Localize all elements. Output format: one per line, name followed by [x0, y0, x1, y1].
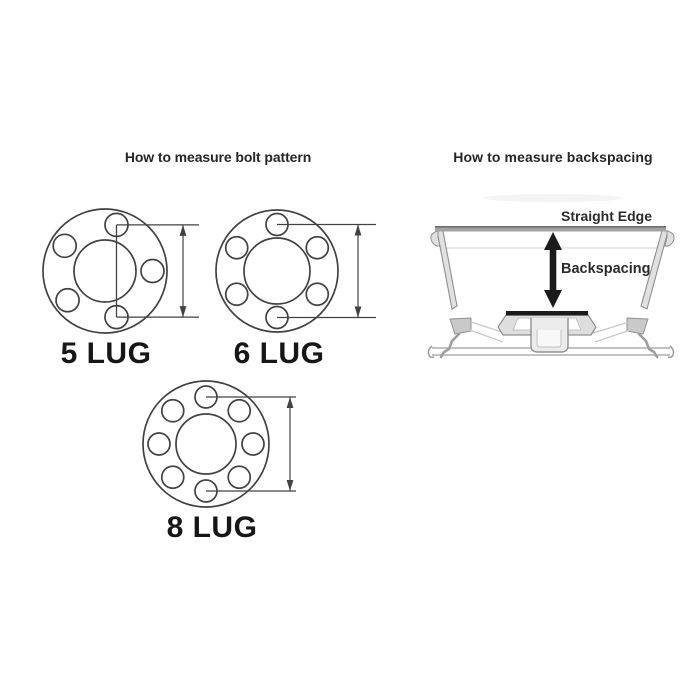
lug-5-label: 5 LUG — [60, 337, 152, 370]
lug-wheel-diagrams — [42, 208, 376, 508]
bolt-hole — [305, 235, 330, 260]
left-bead-seat — [449, 317, 472, 335]
wheel-outer-circle — [42, 208, 168, 334]
backspacing-arrow — [544, 232, 562, 308]
bolt-hole — [305, 282, 330, 307]
center-bore-circle — [175, 413, 237, 475]
left-flange-foot — [439, 332, 461, 359]
right-spoke-line — [589, 321, 630, 335]
lug-8-wheel-diagram — [142, 380, 296, 508]
shadow — [483, 194, 623, 202]
bolt-hole — [52, 233, 78, 259]
left-spoke-line — [466, 328, 504, 343]
bolt-hole — [241, 432, 265, 456]
bolt-hole — [160, 398, 185, 423]
bolt-hole — [224, 235, 249, 260]
dimension-arrowhead-down — [286, 480, 294, 491]
dimension-arrowhead-down — [179, 306, 187, 318]
bolt-hole — [224, 282, 249, 307]
straight-edge-bar — [435, 226, 666, 232]
right-rim-lip — [664, 230, 675, 247]
dimension-arrowhead-up — [286, 397, 294, 408]
right-bead-seat — [626, 317, 649, 335]
bolt-hole — [147, 432, 171, 456]
lug-6-label: 6 LUG — [233, 337, 325, 370]
wheel-outer-circle — [215, 209, 339, 333]
left-rim-wall — [436, 230, 458, 310]
bolt-hole — [227, 465, 252, 490]
straight-edge-label: Straight Edge — [561, 208, 653, 224]
center-bore-inner — [536, 330, 562, 348]
lug-6-wheel-diagram — [215, 209, 376, 333]
bolt-hole — [160, 465, 185, 490]
right-flange-foot — [637, 332, 659, 359]
bolt-hole — [140, 258, 165, 284]
bolt-hole — [227, 398, 252, 423]
lug-5-wheel-diagram — [42, 208, 199, 334]
wheel-outer-circle — [142, 380, 270, 508]
dimension-arrowhead-up — [354, 224, 362, 236]
dimension-arrowhead-down — [354, 306, 362, 318]
center-bore-circle — [243, 237, 311, 305]
lug-8-label: 8 LUG — [166, 511, 258, 544]
front-rim-right-hook — [667, 345, 675, 358]
bolt-hole — [55, 287, 80, 313]
hub-mounting-surface — [506, 311, 588, 316]
bolt-pattern-title: How to measure bolt pattern — [124, 149, 312, 165]
dimension-arrowhead-up — [179, 224, 187, 236]
center-bore-circle — [73, 239, 137, 303]
backspacing-title: How to measure backspacing — [453, 149, 653, 165]
backspacing-cross-section — [427, 194, 675, 359]
front-rim-left-hook — [427, 345, 435, 358]
right-spoke-line — [594, 328, 634, 343]
left-rim-lip — [430, 230, 441, 247]
backspacing-label: Backspacing — [561, 261, 651, 277]
